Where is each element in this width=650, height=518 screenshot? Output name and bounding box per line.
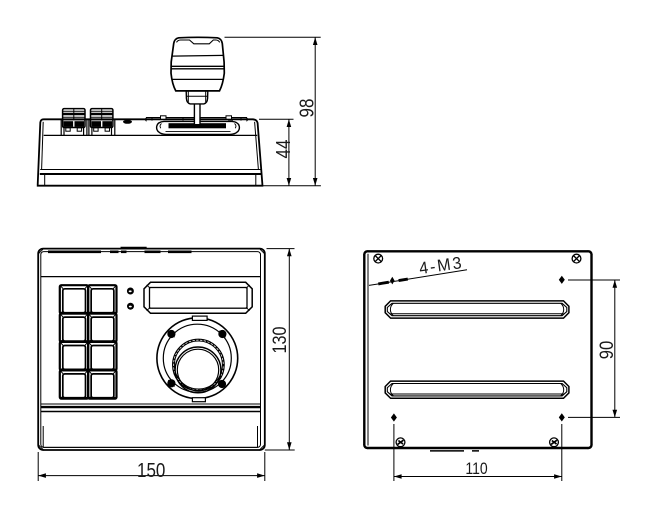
svg-text:90: 90 — [596, 341, 618, 359]
svg-text:150: 150 — [137, 459, 165, 482]
svg-text:110: 110 — [465, 460, 487, 478]
svg-text:130: 130 — [269, 326, 291, 353]
svg-text:44: 44 — [272, 140, 295, 159]
svg-text:98: 98 — [295, 99, 318, 118]
